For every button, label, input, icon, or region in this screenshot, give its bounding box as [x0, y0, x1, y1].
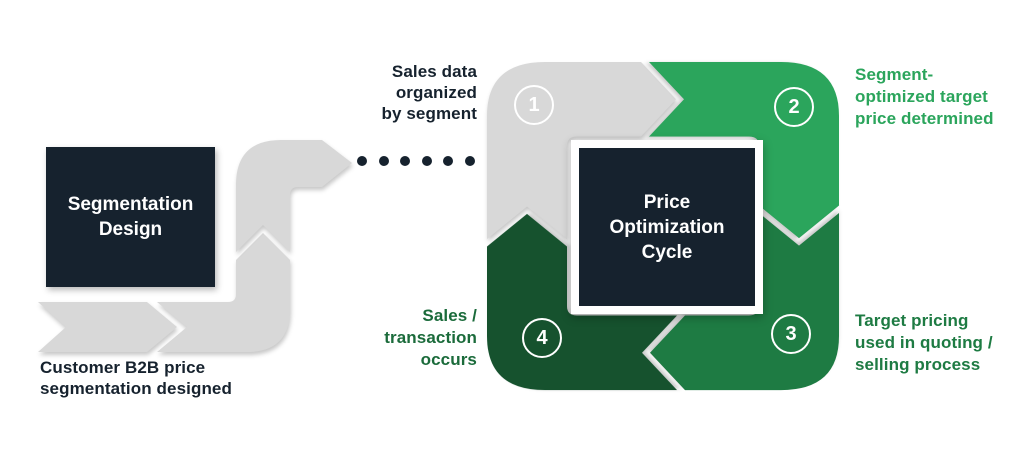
step-1-label: Sales data organized by segment	[381, 62, 477, 123]
segmentation-caption: Customer B2B price segmentation designed	[40, 358, 232, 398]
step-3-badge: 3	[771, 314, 811, 354]
step-1-badge: 1	[514, 85, 554, 125]
segmentation-design-box: Segmentation Design	[46, 147, 215, 287]
curve-right-arrow	[236, 140, 352, 252]
dotted-connector	[357, 156, 475, 166]
step-4-badge: 4	[522, 318, 562, 358]
cycle-center-box: Price Optimization Cycle	[571, 140, 763, 314]
left-chevron-arrow	[38, 302, 177, 352]
step-3-label: Target pricing used in quoting / selling…	[855, 311, 993, 374]
curve-up-arrow	[157, 233, 290, 352]
segmentation-design-title: Segmentation Design	[67, 194, 194, 240]
step-2-label: Segment- optimized target price determin…	[855, 65, 994, 128]
step-4-label: Sales / transaction occurs	[384, 306, 477, 369]
cycle-title: Price Optimization Cycle	[609, 191, 725, 263]
step-2-badge: 2	[774, 87, 814, 127]
